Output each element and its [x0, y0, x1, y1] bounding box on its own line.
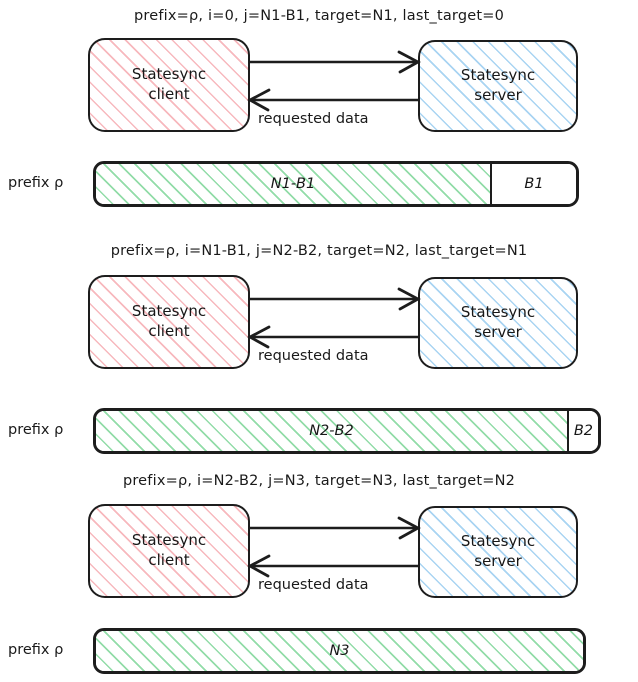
statesync-client-node-2: Statesync client [88, 275, 250, 369]
round-1-header: prefix=ρ, i=0, j=N1-B1, target=N1, last_… [133, 8, 505, 24]
statesync-server-node-2: Statesync server [418, 277, 578, 369]
round-1-bar-row: prefix ρ N1-B1 B1 [0, 161, 638, 209]
client-label-line2: client [148, 85, 190, 103]
response-arrow-head [247, 88, 271, 112]
statesync-client-node-3: Statesync client [88, 504, 250, 598]
response-arrow-head [247, 325, 271, 349]
server-label-line2: server [474, 86, 522, 104]
client-label-line2: client [148, 322, 190, 340]
client-label-line2: client [148, 551, 190, 569]
server-label-line2: server [474, 552, 522, 570]
round-3-exchange: Statesync client Statesync server reques… [0, 504, 638, 604]
statesync-client-node-1: Statesync client [88, 38, 250, 132]
round-3-bar-row: prefix ρ N3 [0, 628, 638, 676]
round-2-exchange: Statesync client Statesync server reques… [0, 275, 638, 375]
client-label-line1: Statesync [131, 302, 207, 321]
prefix-bar-1: N1-B1 B1 [93, 161, 579, 207]
prefix-bar-1-segment-filled-label: N1-B1 [270, 176, 316, 192]
prefix-bar-1-segment-filled: N1-B1 [96, 164, 492, 204]
round-3-header: prefix=ρ, i=N2-B2, j=N3, target=N3, last… [122, 473, 516, 489]
prefix-bar-3: N3 [93, 628, 586, 674]
prefix-bar-2-segment-remainder: B2 [568, 411, 598, 451]
round-3-arrows [247, 516, 421, 578]
round-2-arrows [247, 287, 421, 349]
request-arrow-head [397, 287, 421, 311]
server-label-line1: Statesync [460, 303, 536, 322]
response-arrow-head [247, 554, 271, 578]
requested-data-label-3: requested data [258, 577, 369, 593]
server-label-line1: Statesync [460, 532, 536, 551]
prefix-bar-2-segment-remainder-label: B2 [573, 423, 594, 439]
prefix-bar-3-segment-filled: N3 [96, 631, 583, 671]
prefix-bar-1-segment-remainder-label: B1 [524, 176, 544, 192]
prefix-label-2: prefix ρ [8, 422, 64, 438]
round-2-header: prefix=ρ, i=N1-B1, j=N2-B2, target=N2, l… [110, 243, 528, 259]
requested-data-label-1: requested data [258, 111, 369, 127]
prefix-bar-2-segment-filled-label: N2-B2 [309, 423, 354, 439]
request-arrow-head [397, 516, 421, 540]
prefix-bar-1-segment-remainder: B1 [492, 164, 576, 204]
request-arrow-head [397, 50, 421, 74]
statesync-server-node-1: Statesync server [418, 40, 578, 132]
prefix-label-3: prefix ρ [8, 642, 64, 658]
server-label-line2: server [474, 323, 522, 341]
round-1-arrows [247, 50, 421, 112]
statesync-server-node-3: Statesync server [418, 506, 578, 598]
client-label-line1: Statesync [131, 531, 207, 550]
prefix-bar-3-segment-filled-label: N3 [329, 643, 350, 659]
round-2-bar-row: prefix ρ N2-B2 B2 [0, 408, 638, 456]
client-label-line1: Statesync [131, 65, 207, 84]
prefix-bar-2: N2-B2 B2 [93, 408, 601, 454]
prefix-label-1: prefix ρ [8, 175, 64, 191]
server-label-line1: Statesync [460, 66, 536, 85]
prefix-bar-2-segment-filled: N2-B2 [96, 411, 569, 451]
requested-data-label-2: requested data [258, 348, 369, 364]
round-1-exchange: Statesync client Statesync server reques… [0, 38, 638, 138]
